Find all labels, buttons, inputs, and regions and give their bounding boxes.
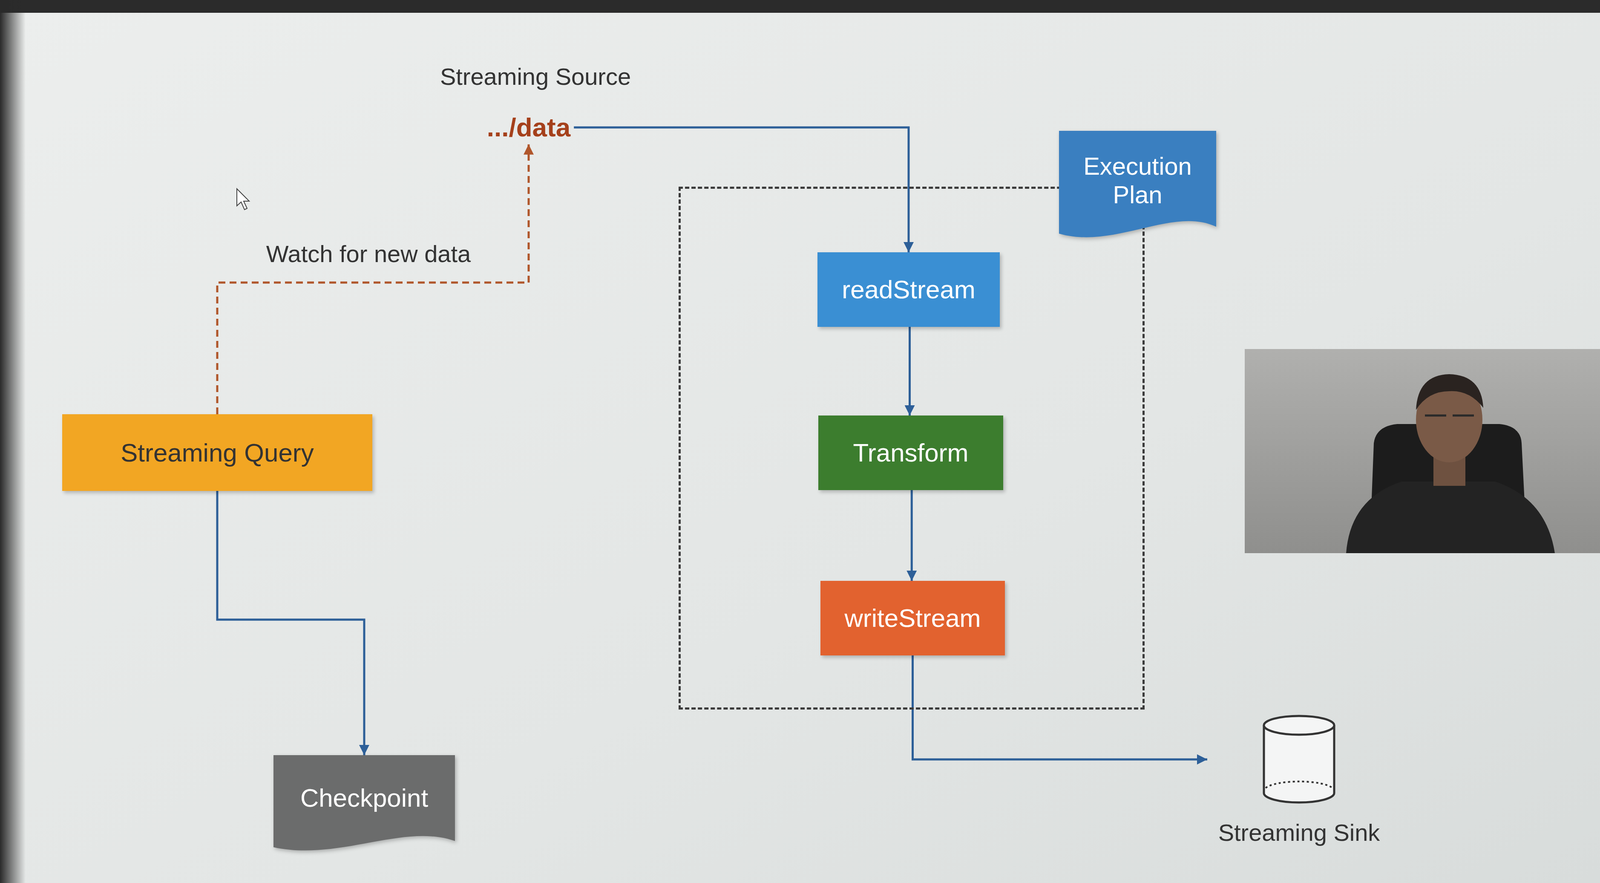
node-text: Checkpoint: [300, 782, 429, 813]
node-text: Execution Plan: [1071, 152, 1204, 209]
plan-document: Execution Plan: [1058, 130, 1217, 245]
flow-connector: [912, 655, 1208, 760]
webcam-person: [1346, 481, 1555, 553]
source-path: .../data: [483, 110, 574, 144]
flow-connector: [910, 489, 913, 581]
node-text: writeStream: [844, 603, 981, 633]
node-text: readStream: [841, 274, 976, 305]
node-text: Streaming Sink: [1218, 818, 1381, 847]
watch-connector: [217, 144, 529, 415]
flow-connector: [217, 490, 365, 755]
frame-edge: [0, 0, 26, 883]
document-fill: [1058, 130, 1217, 238]
node-text: Streaming Query: [120, 437, 314, 468]
sink-cylinder: Streaming Sink: [1207, 714, 1391, 847]
flow-connector: [573, 127, 909, 253]
frame-edge: [0, 0, 1600, 13]
process-box: writeStream: [820, 580, 1005, 656]
database-cylinder: [1261, 714, 1337, 804]
execution-plan-group: Execution PlanreadStreamTransformwriteSt…: [678, 186, 1145, 710]
cylinder-rim: [1265, 781, 1333, 788]
process-box: Transform: [818, 415, 1004, 490]
node-text: .../data: [486, 112, 571, 143]
mouse-cursor: [236, 188, 250, 210]
webcam-person: [1424, 414, 1474, 417]
process-box: readStream: [817, 252, 1000, 327]
node-text: Transform: [852, 437, 969, 468]
query-box: Streaming Query: [62, 414, 373, 491]
document-fill: [273, 754, 455, 851]
webcam-panel: [1244, 348, 1600, 553]
webcam-person: [1415, 374, 1484, 410]
cylinder-top: [1263, 715, 1335, 735]
cylinder-body: [1263, 725, 1335, 803]
section-label: Streaming Source: [437, 63, 634, 91]
checkpoint-document: Checkpoint: [273, 754, 455, 858]
edge-label: Watch for new data: [263, 240, 474, 268]
flow-connector: [908, 326, 911, 416]
